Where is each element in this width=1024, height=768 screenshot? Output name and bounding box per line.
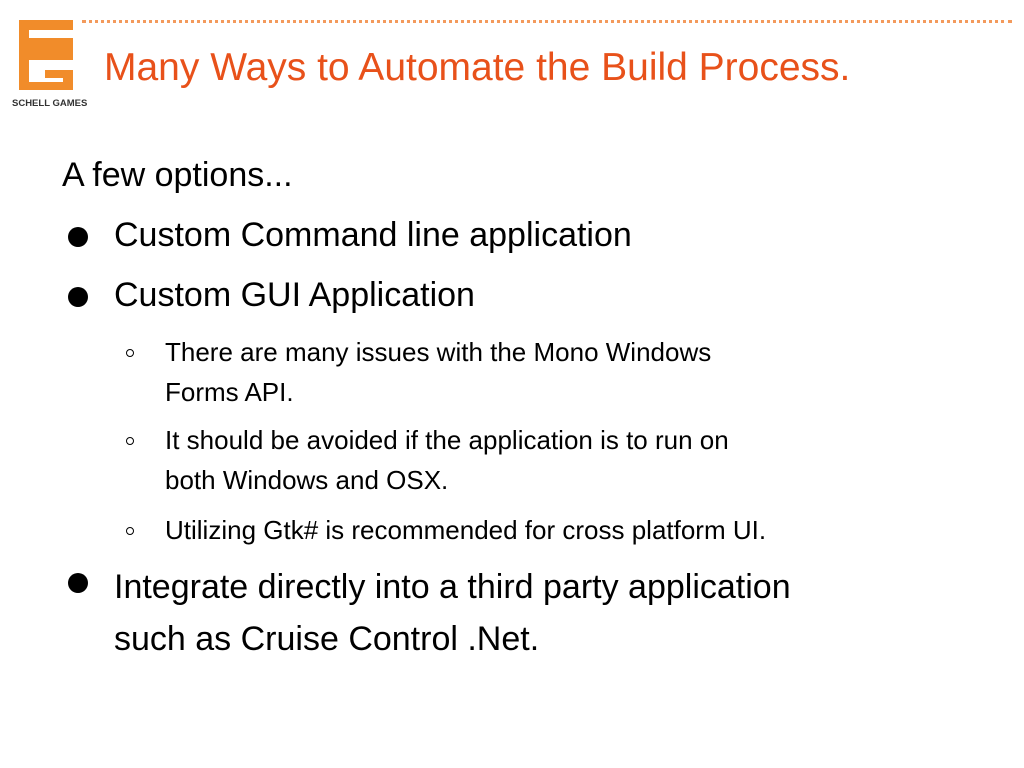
slide-title: Many Ways to Automate the Build Process.	[104, 46, 851, 89]
sub-bullet-ring-icon	[126, 527, 134, 535]
intro-text: A few options...	[62, 156, 293, 194]
bullet-text-line1: Integrate directly into a third party ap…	[114, 568, 791, 606]
logo-wordmark: SCHELL GAMES	[12, 98, 88, 109]
bullet-text-line2: such as Cruise Control .Net.	[114, 620, 540, 658]
header-dotted-rule	[82, 20, 1012, 23]
sub-bullet-ring-icon	[126, 349, 134, 357]
sub-bullet-text-line2: both Windows and OSX.	[165, 465, 449, 495]
sub-bullet-ring-icon	[126, 437, 134, 445]
bullet-dot-icon	[68, 227, 88, 247]
logo-mark-icon	[19, 20, 73, 90]
sub-bullet-text-line1: There are many issues with the Mono Wind…	[165, 337, 712, 367]
bullet-text: Custom Command line application	[114, 216, 632, 254]
sub-bullet-text-line1: Utilizing Gtk# is recommended for cross …	[165, 515, 767, 545]
sub-bullet-text-line1: It should be avoided if the application …	[165, 425, 729, 455]
schell-games-logo: SCHELL GAMES	[12, 18, 88, 118]
sub-bullet-text-line2: Forms API.	[165, 377, 294, 407]
bullet-text: Custom GUI Application	[114, 276, 475, 314]
bullet-dot-icon	[68, 573, 88, 593]
bullet-dot-icon	[68, 287, 88, 307]
